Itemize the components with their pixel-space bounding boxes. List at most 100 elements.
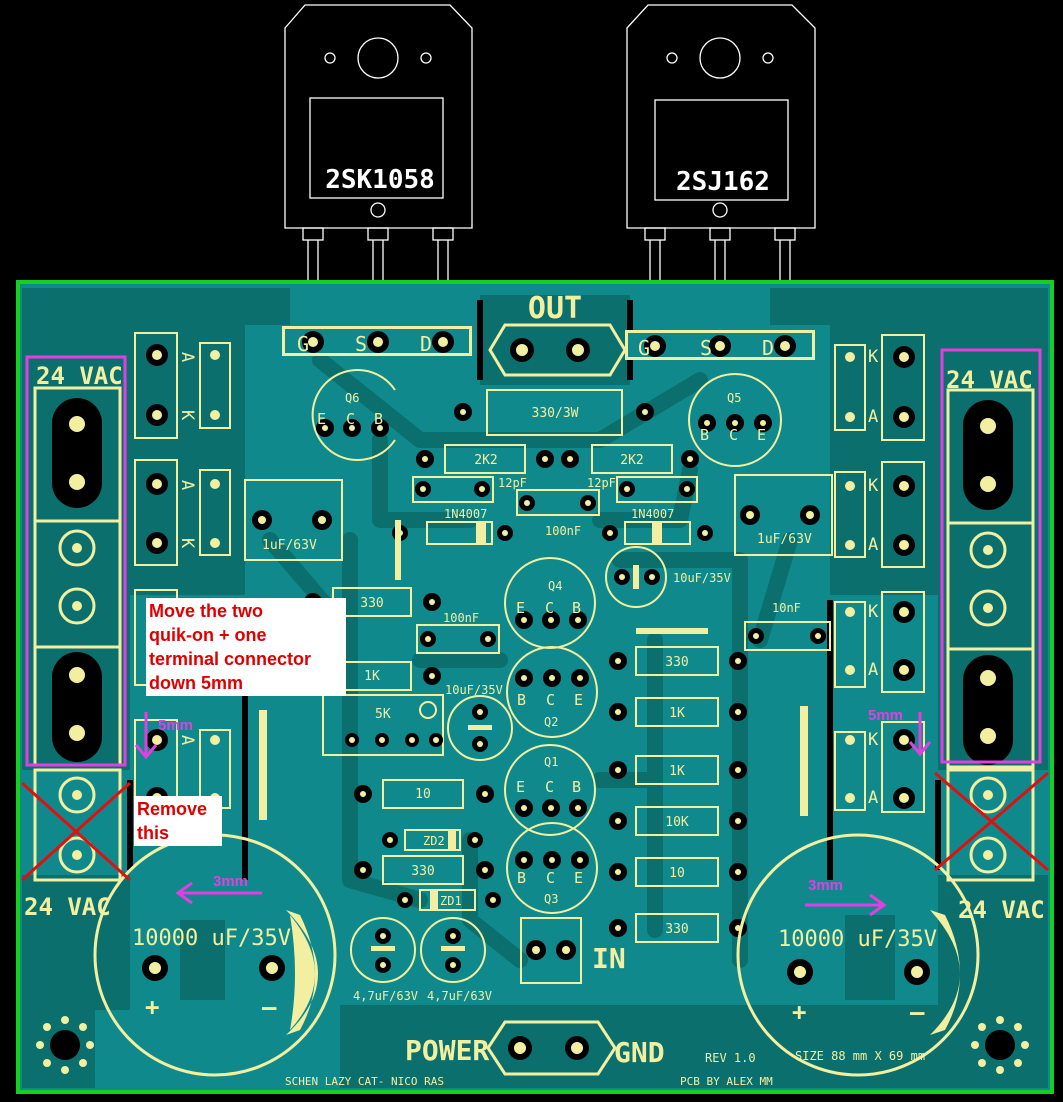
cap-100nf-top-label: 100nF — [545, 524, 581, 538]
board-outline — [16, 280, 1054, 1094]
cap-100nf-top — [516, 489, 600, 516]
q5-pin-b: B — [700, 426, 709, 444]
cap-100nf-mid-label: 100nF — [443, 611, 479, 625]
pin-d-right: D — [762, 336, 774, 360]
diode-k-2: K — [177, 538, 197, 549]
remove-cross-left — [20, 781, 132, 882]
cap-12pf-right — [616, 476, 698, 503]
vac-label-top-left: 24 VAC — [36, 362, 123, 390]
remove-note-line-2: this — [137, 823, 170, 843]
big-cap-left-minus: – — [262, 993, 277, 1021]
diode-a-r2: A — [868, 535, 878, 555]
resistor-1k-a-label: 1K — [364, 669, 380, 684]
cap-4-7uf-left-label: 4,7uF/63V — [353, 989, 418, 1003]
q1-pin-b: B — [572, 778, 581, 796]
big-cap-left — [93, 833, 337, 1077]
mounting-hole-right — [971, 1016, 1029, 1074]
move-note-line-2: quik-on + one — [149, 625, 267, 645]
pin-s-right: S — [700, 336, 712, 360]
cap-10uf-top — [605, 546, 667, 608]
q5-label: Q5 — [727, 391, 741, 405]
pin-d-left: D — [420, 332, 432, 356]
q4-pin-b: B — [572, 599, 581, 617]
out-label: OUT — [528, 291, 582, 326]
q2-pin-c: C — [546, 691, 555, 709]
cap-12pf-left-label: 12pF — [498, 476, 527, 490]
vac-terminal-right — [946, 388, 1035, 882]
dim-3mm-left: 3mm — [213, 873, 248, 890]
q6-label: Q6 — [345, 391, 359, 405]
pin-g-left: G — [297, 332, 309, 356]
resistor-10-a — [354, 779, 494, 809]
vac-label-bottom-right: 24 VAC — [958, 896, 1045, 924]
move-note-line-1: Move the two — [149, 601, 264, 621]
highlight-box-right — [940, 348, 1042, 764]
diode-k-r1: K — [868, 347, 879, 367]
resistor-2k2-right-label: 2K2 — [620, 453, 643, 468]
q4-label: Q4 — [548, 579, 562, 593]
resistor-330-a-label: 330 — [360, 596, 383, 611]
diode-pads-right — [845, 346, 915, 809]
diode-a-2: A — [177, 480, 197, 490]
rev-label: REV 1.0 — [705, 1051, 756, 1065]
q2-pin-e: E — [574, 691, 583, 709]
diode-a-r4: A — [868, 788, 878, 808]
q1-label: Q1 — [544, 755, 558, 769]
diode-a-r3: A — [868, 660, 878, 680]
resistor-1k-b-label: 1K — [669, 706, 685, 721]
mounting-hole-left — [36, 1016, 94, 1074]
zener-zd1-label: ZD1 — [440, 894, 462, 908]
arrow-down-left — [134, 712, 158, 760]
in-connector — [520, 917, 582, 984]
q4-pin-e: E — [516, 599, 525, 617]
resistor-330-b-label: 330 — [411, 864, 434, 879]
trace-routes — [262, 352, 798, 968]
transistor-q1 — [504, 744, 596, 836]
resistor-10k-label: 10K — [665, 815, 689, 830]
cap-10nf-label: 10nF — [772, 601, 801, 615]
q5-pin-e: E — [757, 426, 766, 444]
cap-10uf-mid — [447, 695, 513, 761]
resistor-1k-c-label: 1K — [669, 764, 685, 779]
transistor-q5 — [688, 373, 782, 467]
resistor-2k2-left-label: 2K2 — [474, 453, 497, 468]
vac-label-bottom-left: 24 VAC — [24, 893, 111, 921]
diode-a-r1: A — [868, 407, 878, 427]
vac-terminal-left — [33, 386, 122, 882]
cap-12pf-right-label: 12pF — [587, 476, 616, 490]
dim-3mm-right: 3mm — [808, 877, 843, 894]
q5-pin-c: C — [729, 426, 738, 444]
q3-pin-c: C — [546, 869, 555, 887]
cap-10uf-mid-label: 10uF/35V — [445, 683, 503, 697]
jumpers — [259, 520, 808, 820]
resistor-330-b — [354, 855, 494, 885]
q2-label: Q2 — [544, 715, 558, 729]
pin-s-left: S — [355, 332, 367, 356]
big-cap-left-plus: + — [145, 993, 159, 1021]
cap-1uf-left-label: 1uF/63V — [262, 538, 317, 553]
transistor-q6 — [311, 369, 396, 461]
q6-pin-b: B — [374, 410, 383, 428]
resistor-2k2-left — [416, 444, 554, 474]
highlight-box-left — [25, 355, 127, 767]
big-cap-right-plus: + — [792, 998, 806, 1026]
cap-1uf-right-label: 1uF/63V — [757, 532, 812, 547]
resistor-column-right — [609, 646, 747, 943]
q6-pin-c: C — [346, 410, 355, 428]
pcb-credit: PCB BY ALEX MM — [680, 1075, 773, 1088]
diode-a-3: A — [177, 735, 197, 745]
q3-pin-e: E — [574, 869, 583, 887]
cap-12pf-left — [412, 476, 494, 503]
big-cap-right — [736, 833, 980, 1077]
cap-100nf-mid — [416, 624, 500, 654]
cap-1uf-left — [244, 479, 343, 561]
diode-blocks-right — [834, 334, 925, 813]
trimmer-5k — [322, 694, 444, 756]
out-terminal — [488, 323, 627, 377]
trimmer-5k-label: 5K — [375, 707, 391, 722]
transistor-left-part-label: 2SK1058 — [325, 165, 435, 195]
cap-1uf-right — [734, 474, 833, 556]
q6-pin-e: E — [317, 410, 326, 428]
transistor-right-part-label: 2SJ162 — [676, 167, 770, 197]
